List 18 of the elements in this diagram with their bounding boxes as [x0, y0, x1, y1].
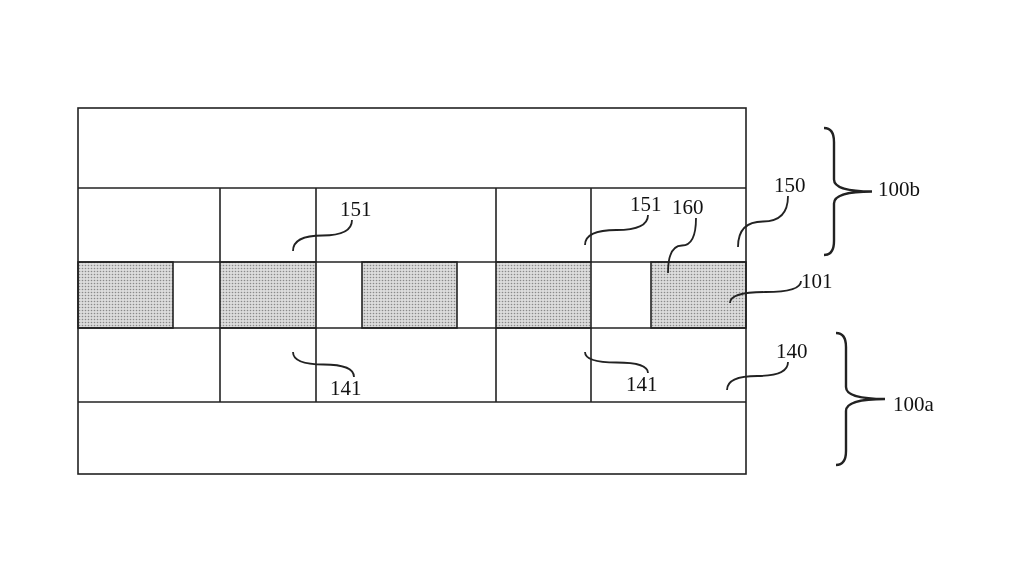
reference-numeral: 100a: [893, 393, 934, 415]
leader-line: [729, 280, 802, 304]
reference-numeral: 141: [626, 373, 658, 395]
reference-numeral: 100b: [878, 178, 920, 200]
leader-line: [726, 361, 789, 391]
reference-numeral: 151: [340, 198, 372, 220]
reference-numeral: 160: [672, 196, 704, 218]
reference-numeral: 151: [630, 193, 662, 215]
leader-line: [292, 351, 355, 378]
leader-line: [584, 214, 649, 246]
leader-line: [292, 219, 353, 252]
leader-line: [584, 351, 649, 374]
leader-line: [667, 217, 697, 274]
reference-numeral: 141: [330, 377, 362, 399]
leader-line: [737, 195, 789, 248]
reference-numeral: 140: [776, 340, 808, 362]
reference-numeral: 150: [774, 174, 806, 196]
reference-numeral: 101: [801, 270, 833, 292]
